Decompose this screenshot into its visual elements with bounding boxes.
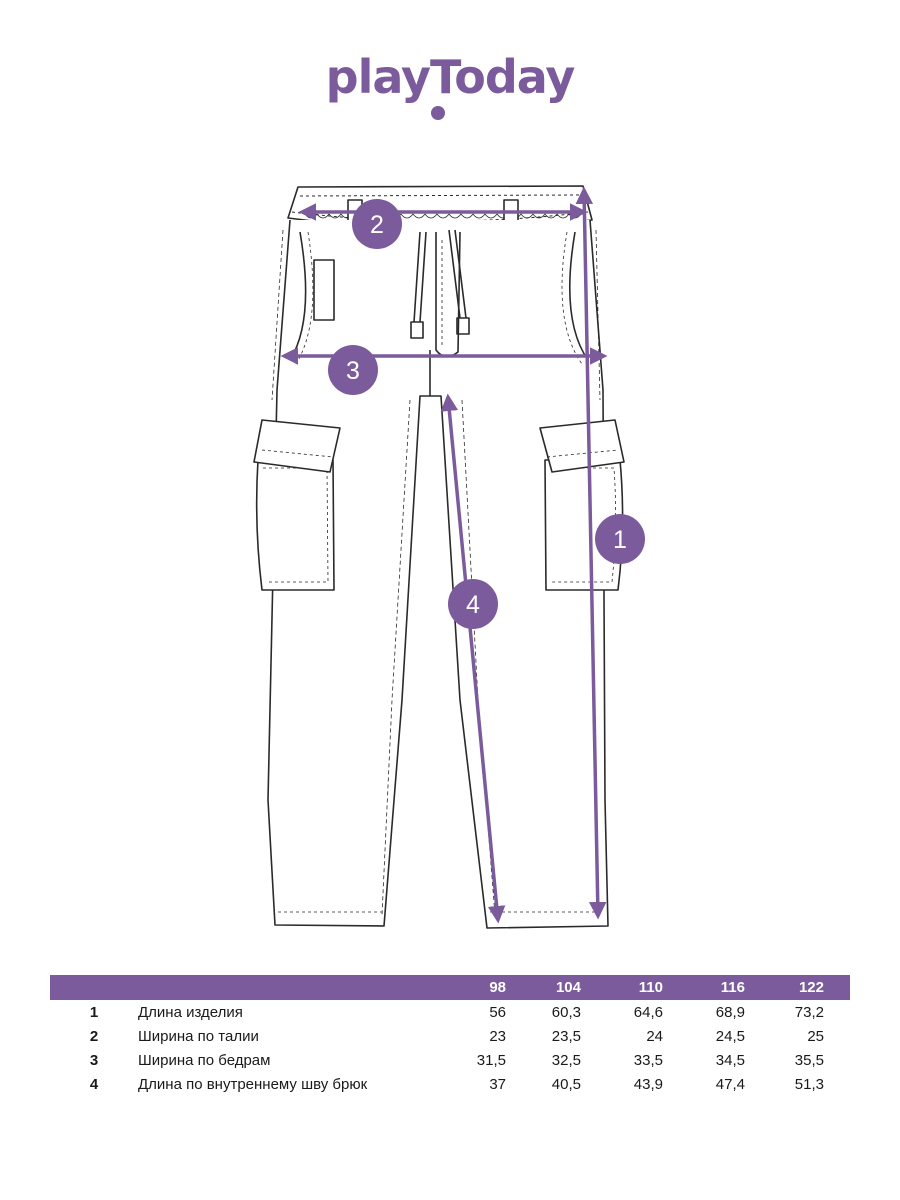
row-value: 60,3 [551,1004,581,1021]
row-label: Длина изделия [138,1004,243,1021]
row-number: 1 [89,1004,99,1021]
row-label: Длина по внутреннему шву брюк [138,1076,368,1093]
row-value: 25 [807,1028,824,1045]
row-label: Ширина по бедрам [138,1052,271,1069]
table-row: 4 Длина по внутреннему шву брюк 37 40,5 … [50,1072,850,1096]
row-value: 23 [489,1028,506,1045]
marker-label-1: 1 [613,526,627,554]
row-value: 40,5 [551,1076,581,1093]
size-header: 116 [720,979,745,996]
size-header: 122 [798,979,824,996]
row-value: 35,5 [794,1052,824,1069]
row-value: 33,5 [633,1052,663,1069]
size-header: 104 [555,979,581,996]
marker-label-2: 2 [370,211,384,239]
table-row: 2 Ширина по талии 23 23,5 24 24,5 25 [50,1024,850,1048]
marker-label-3: 3 [346,357,360,385]
measure-line-inseam [440,393,506,924]
table-row: 1 Длина изделия 56 60,3 64,6 68,9 73,2 [50,1000,850,1024]
brand-logo: playToday [0,50,900,104]
row-value: 56 [489,1004,506,1021]
row-value: 24,5 [715,1028,745,1045]
row-value: 31,5 [476,1052,506,1069]
size-header: 110 [638,979,663,996]
row-value: 23,5 [551,1028,581,1045]
row-number: 3 [89,1052,99,1069]
row-value: 32,5 [551,1052,581,1069]
row-value: 47,4 [715,1076,745,1093]
row-value: 64,6 [633,1004,663,1021]
row-value: 24 [646,1028,663,1045]
table-row: 3 Ширина по бедрам 31,5 32,5 33,5 34,5 3… [50,1048,850,1072]
row-value: 37 [489,1076,506,1093]
brand-name: playToday [325,50,576,104]
logo-dot-icon [431,106,445,120]
row-number: 4 [89,1076,99,1093]
row-value: 51,3 [794,1076,824,1093]
marker-label-4: 4 [466,591,480,619]
row-value: 73,2 [794,1004,824,1021]
row-value: 43,9 [633,1076,663,1093]
marker-badge-2: 2 [352,199,402,249]
measure-line-length [575,186,607,920]
row-label: Ширина по талии [138,1028,259,1045]
row-value: 68,9 [715,1004,745,1021]
marker-badge-3: 3 [328,345,378,395]
row-value: 34,5 [715,1052,745,1069]
pants-outline [253,185,625,929]
marker-badge-1: 1 [595,514,645,564]
marker-badge-4: 4 [448,579,498,629]
size-header: 98 [489,979,506,996]
size-table: 98 104 110 116 122 1 Длина изделия 56 60… [50,975,850,1096]
size-table-header: 98 104 110 116 122 [50,975,850,1000]
row-number: 2 [89,1028,99,1045]
pants-technical-drawing: 2 3 1 4 [253,185,645,929]
